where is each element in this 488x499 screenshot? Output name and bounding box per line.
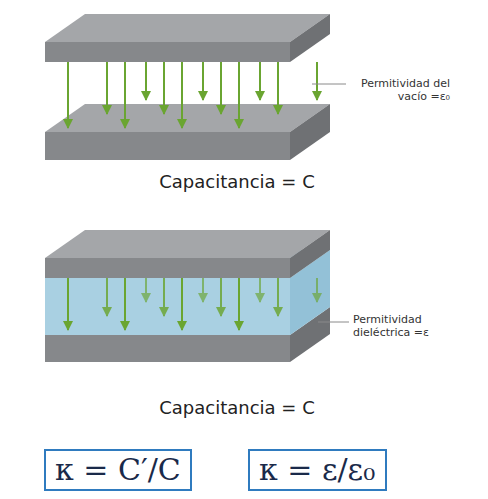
- field-arrow: [124, 278, 126, 330]
- top-plate: [45, 14, 330, 62]
- field-arrow: [106, 278, 108, 316]
- field-arrow: [181, 278, 183, 330]
- capacitance-label: Capacitancia = C: [112, 397, 362, 419]
- field-arrow: [202, 278, 204, 302]
- field-arrows: [68, 62, 317, 128]
- field-arrow: [67, 62, 69, 128]
- formula-text: κ = C′/C: [55, 453, 181, 487]
- field-arrow: [202, 62, 204, 100]
- field-arrow: [238, 278, 240, 330]
- leader-line: [312, 84, 346, 85]
- field-arrow: [316, 62, 318, 100]
- field-arrow: [145, 278, 147, 302]
- formula-text: κ = ε/ε₀: [259, 453, 375, 487]
- callout-label: Permitividad dieléctrica =ε: [353, 313, 453, 339]
- leader-line: [318, 322, 349, 323]
- field-arrow: [277, 62, 279, 114]
- field-arrow: [163, 278, 165, 316]
- formula-box: κ = C′/C: [44, 449, 192, 491]
- bottom-plate: [45, 104, 330, 160]
- top-plate: [45, 230, 330, 278]
- field-arrow: [277, 278, 279, 316]
- dielectric: [45, 250, 330, 335]
- field-arrow: [124, 62, 126, 128]
- field-arrow: [259, 62, 261, 100]
- field-arrow: [163, 62, 165, 114]
- field-arrow: [145, 62, 147, 100]
- field-arrow: [106, 62, 108, 114]
- formula-box: κ = ε/ε₀: [248, 449, 387, 491]
- field-arrow: [220, 278, 222, 316]
- field-arrow: [316, 278, 318, 302]
- field-arrow: [67, 278, 69, 330]
- callout-label: Permitividad del vacío =ε₀: [350, 77, 450, 103]
- field-arrow: [220, 62, 222, 114]
- field-arrow: [181, 62, 183, 128]
- capacitance-label: Capacitancia = C: [112, 171, 362, 193]
- field-arrow: [259, 278, 261, 302]
- field-arrows: [68, 278, 317, 330]
- field-arrow: [238, 62, 240, 128]
